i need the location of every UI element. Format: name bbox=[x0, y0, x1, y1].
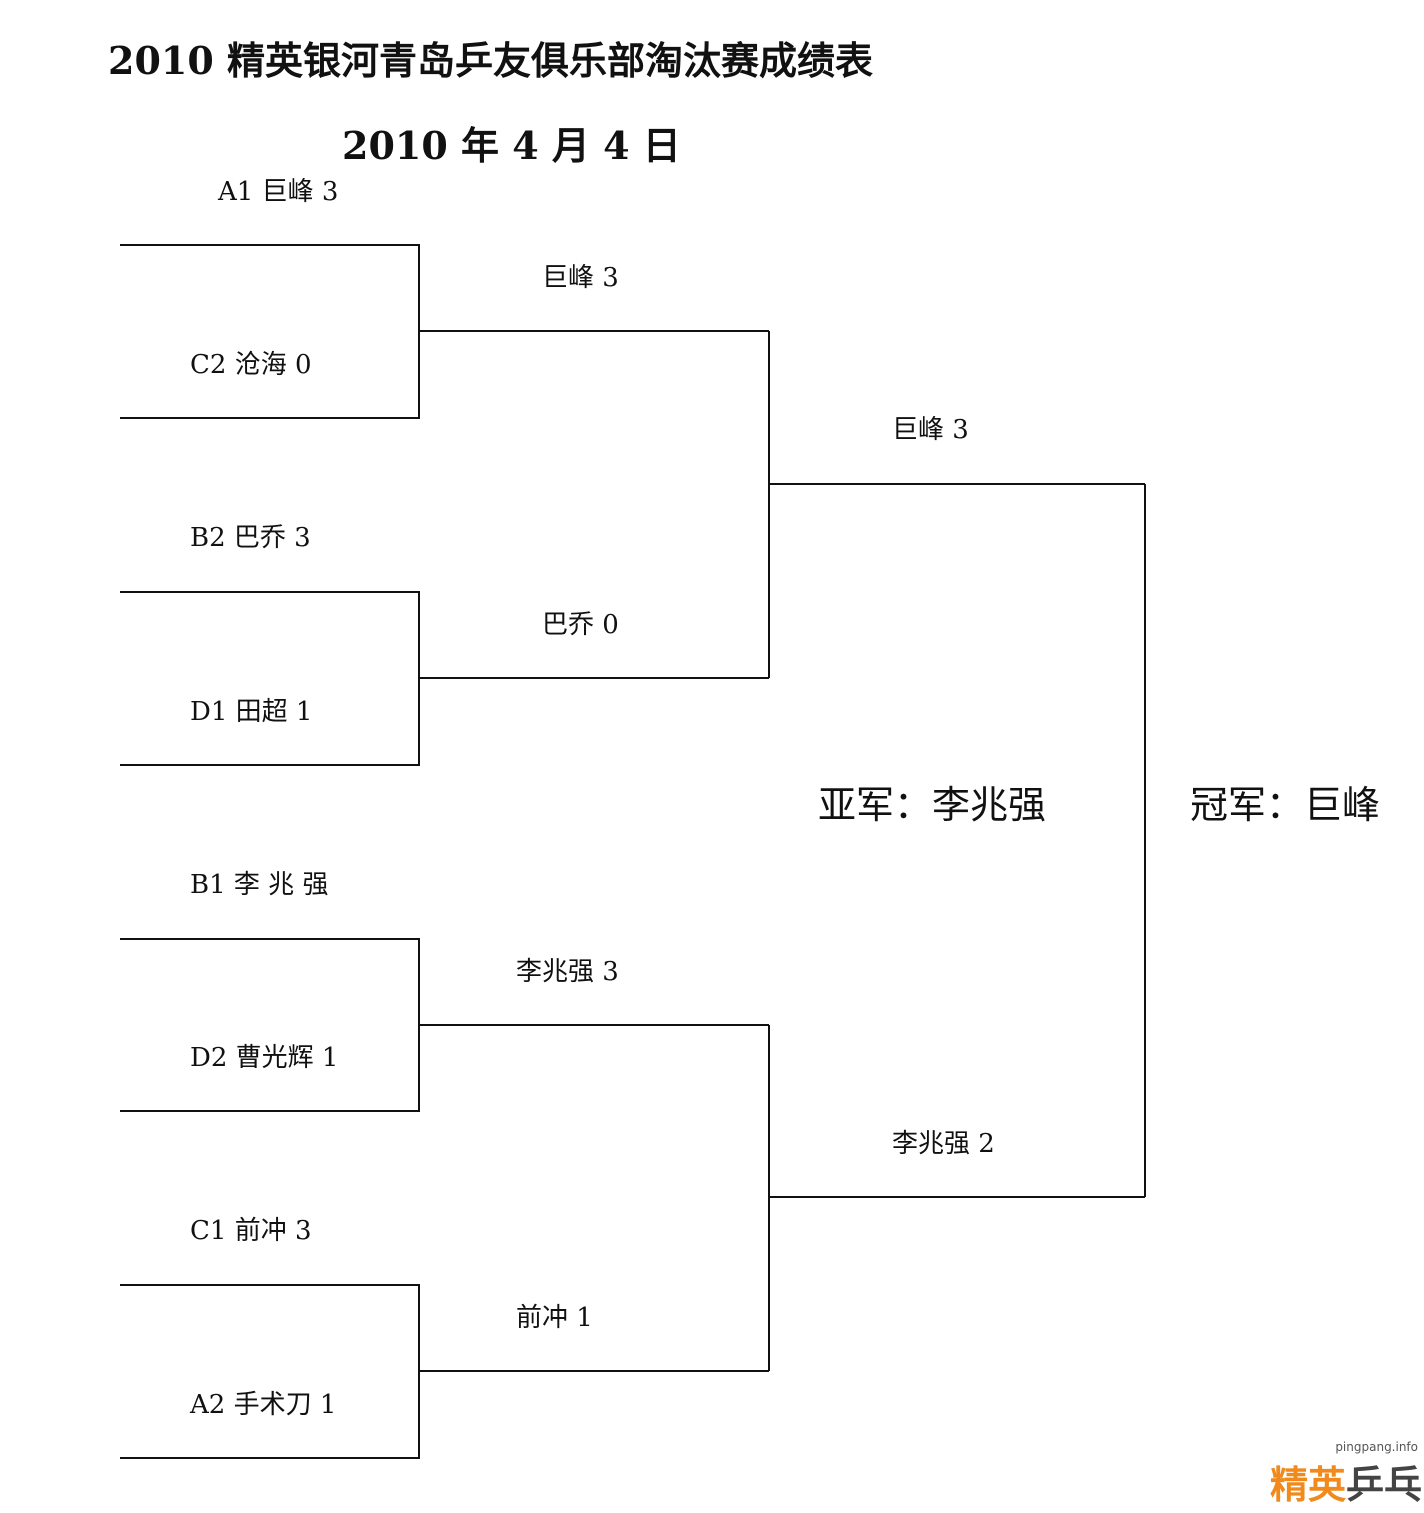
r1-entry-c1: C1 前冲 3 bbox=[190, 1216, 312, 1246]
event-date: 2010 年 4 月 4 日 bbox=[342, 123, 681, 168]
r1-entry-d1: D1 田超 1 bbox=[190, 697, 313, 727]
r1-entry-b2: B2 巴乔 3 bbox=[190, 523, 311, 553]
r2-entry-1: 巨峰 3 bbox=[542, 263, 619, 293]
r2-entry-4: 前冲 1 bbox=[516, 1303, 593, 1333]
r1-entry-a2: A2 手术刀 1 bbox=[190, 1390, 337, 1420]
r2-entry-3: 李兆强 3 bbox=[516, 957, 619, 987]
champion-label: 冠军：巨峰 bbox=[1190, 783, 1381, 827]
bracket-r1-match4 bbox=[120, 1284, 769, 1459]
watermark-logo: pingpang.info 精英乒乓网 bbox=[1270, 1440, 1424, 1507]
bracket-r1-match2 bbox=[120, 591, 769, 766]
r1-entry-b1: B1 李 兆 强 bbox=[190, 870, 329, 900]
page-title: 2010 精英银河青岛乒友俱乐部淘汰赛成绩表 bbox=[108, 38, 873, 83]
bracket-semi-bottom bbox=[768, 1025, 1145, 1371]
watermark-brand-b: 乒乓网 bbox=[1346, 1463, 1424, 1507]
runner-up-label: 亚军：李兆强 bbox=[818, 783, 1047, 827]
r1-entry-d2: D2 曹光辉 1 bbox=[190, 1043, 339, 1073]
bracket-semi-top bbox=[768, 331, 1145, 678]
r1-entry-c2: C2 沧海 0 bbox=[190, 350, 312, 380]
final-entry-1: 巨峰 3 bbox=[892, 415, 969, 445]
bracket-r1-match3 bbox=[120, 938, 769, 1112]
bracket-r1-match1 bbox=[120, 244, 769, 419]
watermark-brand-a: 精英 bbox=[1270, 1463, 1347, 1507]
final-entry-2: 李兆强 2 bbox=[892, 1129, 995, 1159]
r2-entry-2: 巴乔 0 bbox=[542, 610, 619, 640]
r1-entry-a1: A1 巨峰 3 bbox=[218, 177, 339, 207]
watermark-brand: 精英乒乓网 bbox=[1270, 1454, 1424, 1509]
watermark-url: pingpang.info bbox=[1335, 1440, 1418, 1454]
